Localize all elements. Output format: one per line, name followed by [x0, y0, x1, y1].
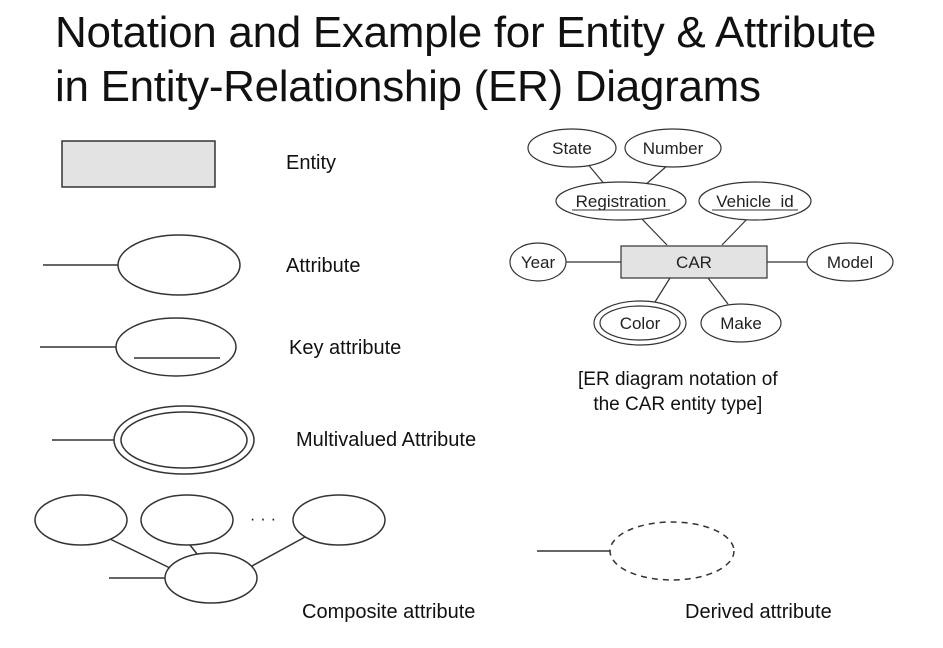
entity-label: Entity — [286, 152, 337, 174]
composite-attribute-symbol: · · · — [34, 494, 386, 604]
make-label: Make — [720, 314, 762, 333]
make-attribute — [700, 303, 782, 343]
model-attribute — [806, 242, 894, 282]
composite-ellipsis: · · · — [250, 509, 276, 528]
number-label: Number — [643, 139, 704, 158]
car-entity — [620, 245, 768, 279]
key-attribute-label: Key attribute — [289, 337, 402, 359]
vehicle-id-label: Vehicle_id — [716, 192, 794, 211]
key-attribute-symbol — [40, 317, 237, 377]
number-attribute — [624, 128, 722, 168]
attribute-symbol — [43, 234, 241, 296]
derived-attribute-label: Derived attribute — [685, 601, 832, 623]
car-caption-line-2: the CAR entity type] — [593, 394, 763, 415]
year-attribute — [509, 242, 567, 282]
derived-attribute-symbol — [537, 521, 735, 581]
multivalued-attribute-symbol — [52, 405, 255, 475]
car-connectors — [566, 161, 807, 305]
color-attribute-outer — [593, 300, 687, 346]
entity-symbol — [61, 140, 216, 188]
state-attribute — [527, 128, 617, 168]
color-attribute-inner — [599, 305, 681, 341]
attribute-label: Attribute — [286, 255, 361, 277]
car-caption-line-1: [ER diagram notation of — [578, 369, 778, 390]
color-label: Color — [620, 314, 661, 333]
model-label: Model — [827, 253, 873, 272]
car-entity-label: CAR — [676, 253, 712, 272]
composite-attribute-label: Composite attribute — [302, 601, 476, 623]
page-title: Notation and Example for Entity & Attrib… — [55, 6, 876, 114]
registration-label: Registration — [576, 192, 667, 211]
multivalued-attribute-label: Multivalued Attribute — [296, 429, 477, 451]
title-line-2: in Entity-Relationship (ER) Diagrams — [55, 62, 761, 111]
state-label: State — [552, 139, 592, 158]
year-label: Year — [521, 253, 556, 272]
title-line-1: Notation and Example for Entity & Attrib… — [55, 8, 877, 57]
car-diagram-caption: [ER diagram notation of the CAR entity t… — [578, 367, 778, 417]
